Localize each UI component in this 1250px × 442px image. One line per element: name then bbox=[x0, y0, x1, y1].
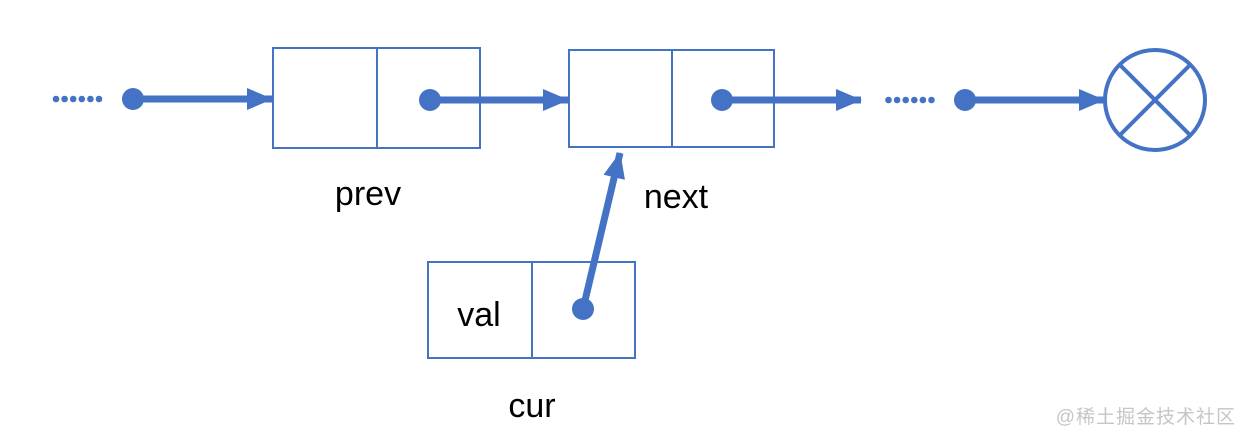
cur-node-label: cur bbox=[508, 387, 555, 425]
arrow-into-prev bbox=[122, 88, 273, 110]
arrow-prev-to-next bbox=[419, 89, 569, 111]
arrow-cur-to-next bbox=[572, 152, 625, 320]
next-node-label: next bbox=[644, 178, 709, 216]
cur-node-val-cell: val bbox=[457, 296, 500, 334]
ellipsis-left-icon bbox=[52, 95, 103, 103]
ellipsis-right-icon bbox=[885, 96, 935, 104]
cur-node bbox=[427, 261, 636, 359]
arrow-ellipsis-to-null bbox=[954, 89, 1105, 111]
watermark: @稀土掘金技术社区 bbox=[1055, 407, 1236, 428]
arrow-next-to-ellipsis bbox=[711, 89, 862, 111]
null-terminator-icon bbox=[1103, 48, 1207, 152]
prev-node-label: prev bbox=[335, 175, 401, 213]
